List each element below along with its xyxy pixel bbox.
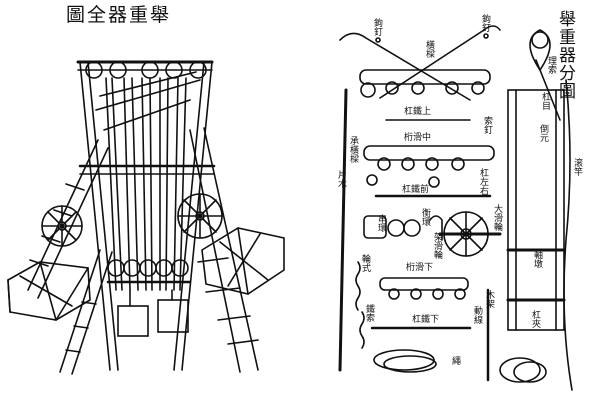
- label-heng-hua-zhong: 桁滑中: [404, 133, 432, 143]
- label-lun-shi: 輪式: [360, 254, 370, 272]
- label-heng-liang: 橫樑: [424, 40, 434, 58]
- label-cheng-heng-liang: 承橫樑: [348, 136, 358, 163]
- label-li-suo: 理索: [546, 56, 556, 74]
- label-gang-mu: 杠目: [540, 92, 550, 110]
- label-heng-hua-xia: 桁滑下: [406, 263, 434, 273]
- label-heng-huan: 衡環: [420, 208, 430, 226]
- label-gang-tie-qian: 杠鐵前: [402, 185, 430, 195]
- right-panel-title: 舉重器分圖: [555, 10, 575, 100]
- label-gang-tie-shang: 杠鐵上: [404, 107, 432, 117]
- label-dong-xian: 動線: [472, 306, 482, 324]
- label-gang-tie-zuo-you: 杠左右: [478, 168, 488, 195]
- label-pian-mu: 片木: [336, 170, 346, 188]
- label-gun-gan: 滚竿: [572, 158, 582, 176]
- label-da-lun-lun: 大滑輪: [492, 204, 502, 231]
- label-zhou-dun: 軸墩: [532, 250, 542, 268]
- label-gou-ding-left: 鉤釘: [372, 18, 382, 36]
- label-suo-ding: 索釘: [482, 116, 492, 134]
- label-gou-ding-right: 鉤釘: [480, 14, 490, 32]
- label-mu-jia: 木架: [484, 290, 494, 308]
- label-gang-tie-xia: 杠鐵下: [412, 315, 440, 325]
- label-gang-jia: 杠夾: [530, 310, 540, 328]
- left-panel-title: 圖全器重舉: [66, 4, 172, 26]
- label-dao-yuan: 倒元: [538, 124, 548, 142]
- label-sheng: 繩: [450, 356, 460, 365]
- label-chuan-huan: 串環: [376, 214, 386, 232]
- label-jia-hua-lun: 架滑輪: [432, 232, 442, 259]
- label-tie-suo: 鐵索: [364, 304, 374, 322]
